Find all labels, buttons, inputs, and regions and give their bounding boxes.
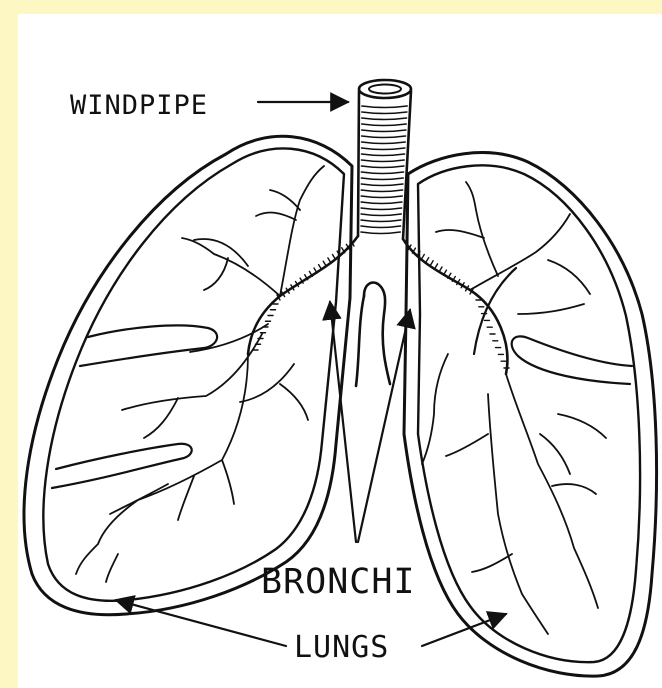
trachea-ring [362, 106, 407, 108]
trachea-ring [362, 154, 405, 156]
trachea-ring [362, 130, 406, 132]
trachea-ring [361, 190, 402, 192]
trachea-ring [361, 208, 401, 210]
trachea-ring [362, 118, 407, 120]
trachea-ring [361, 184, 403, 186]
left-lung-inner-outline [43, 148, 344, 600]
lungs-label: LUNGS [294, 630, 389, 665]
trachea-ring [362, 148, 405, 150]
windpipe-label: WINDPIPE [70, 90, 208, 121]
bronchi-hair [426, 258, 429, 263]
trachea-ring [361, 172, 403, 174]
left-lung-outline [24, 136, 352, 614]
trachea-ring [361, 166, 403, 168]
left-fissure-upper [80, 325, 217, 366]
bronchi-hair [333, 255, 336, 260]
trachea-ring [361, 214, 401, 216]
bronchi-hair [421, 254, 424, 259]
trachea-ring [362, 136, 406, 138]
trachea-ring [361, 220, 401, 222]
trachea-ring [361, 232, 400, 234]
trachea-ring [361, 226, 400, 228]
trachea-ring [361, 178, 403, 180]
windpipe-shape [358, 80, 411, 239]
bronchi-label: BRONCHI [261, 562, 416, 602]
bronchi-hair [328, 258, 331, 263]
left-fissure-lower [52, 444, 192, 488]
bronchi-hair [430, 261, 433, 266]
trachea-ring [362, 112, 407, 114]
trachea-ring [361, 202, 402, 204]
lungs-arrow-left [116, 600, 286, 646]
diagram-canvas: WINDPIPE BRONCHI LUNGS [18, 14, 662, 688]
trachea-ring [362, 160, 405, 162]
left-bronchial-tree [76, 166, 324, 582]
right-fissure-middle [512, 336, 632, 384]
right-lung-inner-outline [418, 165, 640, 662]
bronchi-hair [323, 261, 326, 266]
bronchi-arrow-left [330, 302, 356, 542]
trachea-ring [362, 124, 406, 126]
bronchi-hair [435, 264, 438, 269]
trachea-ring [362, 142, 406, 144]
trachea-ring [361, 196, 402, 198]
